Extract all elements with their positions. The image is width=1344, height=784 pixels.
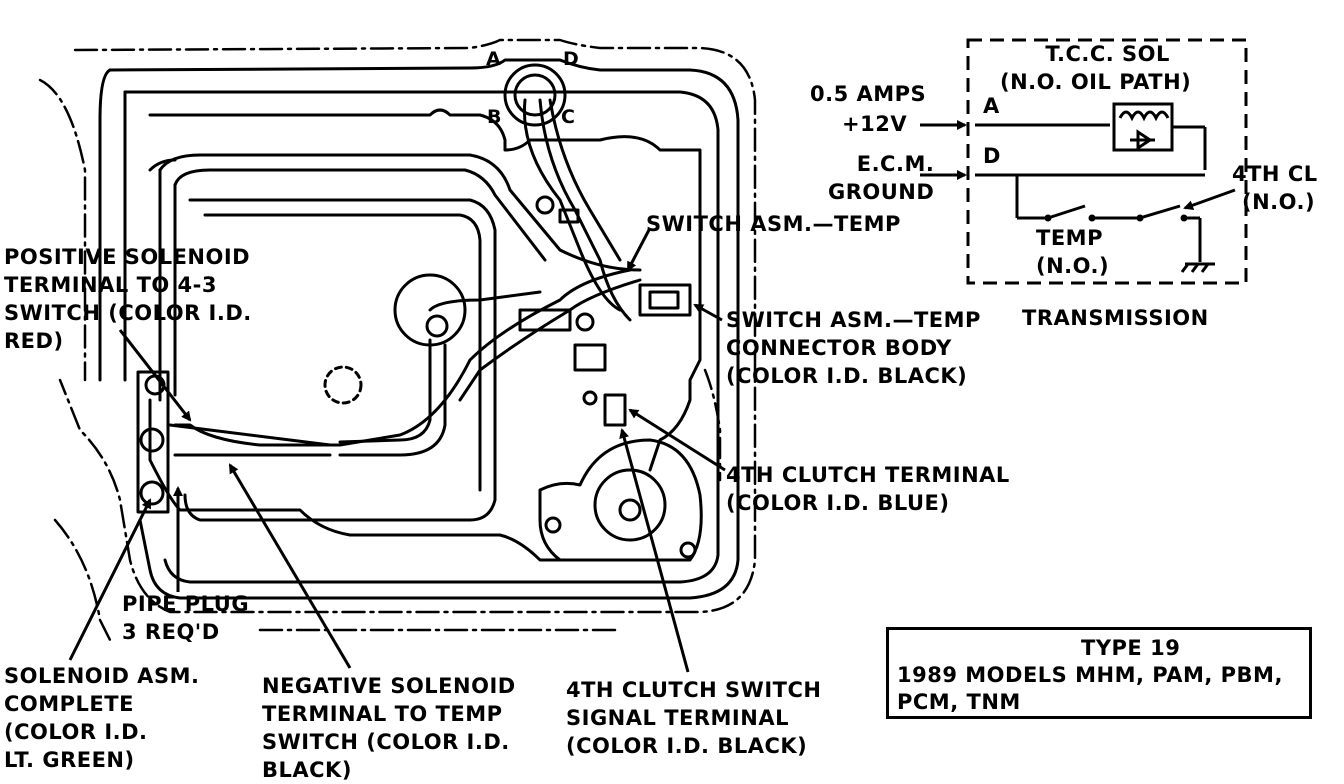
solenoid-terminal [168,423,332,447]
connector-pin-d: D [563,48,579,70]
pan-left-side [98,68,112,382]
schematic-voltage: +12V [842,112,908,136]
pan-frame-inner [123,90,720,584]
fourth-clutch-bolt-1 [544,516,562,534]
temp-switch-contact-1 [1044,214,1052,222]
schematic-ecm-ground: E.C.M. GROUND [828,152,935,204]
schematic-pin-a: A [983,94,1000,118]
schematic-temp: TEMP (N.O.) [1036,226,1110,278]
label-switch-temp-connector: SWITCH ASM.—TEMP CONNECTOR BODY (COLOR I… [726,308,981,388]
accumulator-left-bolt [425,314,449,338]
leader-fourth-clutch-switch [619,428,690,673]
connector-wires-3 [548,98,622,262]
tcc-coil [1118,110,1170,122]
label-positive-solenoid: POSITIVE SOLENOID TERMINAL TO 4-3 SWITCH… [4,245,252,353]
case-connector [503,63,567,127]
temp-switch-blade [1047,204,1086,220]
solenoid-bolt-2 [139,427,165,453]
harness-left-2 [458,278,642,402]
fourth-clutch-hub [618,498,642,522]
tcc-diode [1130,129,1155,151]
case-connector-inner [513,73,557,117]
temp-switch-body [638,283,692,317]
accumulator-left [393,273,467,347]
valve-square [573,343,607,372]
schematic-dashed-box [966,38,1248,285]
leader-fourth-clutch-terminal [628,408,726,472]
leader-switch-temp [626,227,652,272]
connector-pin-b: B [487,106,502,128]
oil-tube-lower [338,338,432,444]
temp-switch-contact-2 [1088,214,1096,222]
schematic-pin-d: D [983,144,1001,168]
fourth-cl-contact-2 [1180,214,1188,222]
harness-left [173,268,632,447]
oil-tube-lower-2 [338,343,447,457]
fourth-cl-blade [1139,204,1181,220]
oil-tube [428,290,542,312]
fourth-clutch-body [603,393,627,427]
label-transmission: TRANSMISSION [1022,306,1209,330]
type-box: TYPE 19 1989 MODELS MHM, PAM, PBM, PCM, … [886,627,1312,719]
leader-solenoid-asm [68,498,152,661]
leader-positive-solenoid [118,329,192,422]
type-box-models-2: PCM, TNM [897,690,1021,714]
valve-small-rect [558,208,580,224]
pan-bottom-left-dashdot [53,518,112,642]
valve-body-lower [148,398,582,562]
leader-switch-temp-connector [693,303,723,322]
valve-body [148,108,702,472]
connector-pin-c: C [561,106,575,128]
valve-bolt-upper [535,195,555,215]
label-switch-temp: SWITCH ASM.—TEMP [646,212,901,236]
solenoid-bolt-3 [139,480,165,506]
leader-negative-solenoid [228,463,352,669]
fourth-cl-arrow [1183,188,1236,210]
pan-inner-rect [183,198,497,522]
type-box-models-1: 1989 MODELS MHM, PAM, PBM, [897,663,1283,687]
type-box-title: TYPE 19 [1081,636,1181,660]
fourth-clutch-housing [538,438,703,562]
fourth-clutch-bolt-3 [582,390,598,406]
fourth-clutch-drum [593,468,667,542]
pan-left-dashdot [38,78,87,382]
pan-frame [108,58,740,600]
schematic-fourth-cl: 4TH CL (N.O.) [1232,162,1318,214]
label-pipe-plug: PIPE PLUG 3 REQ'D [122,592,250,644]
fourth-cl-contact-1 [1136,214,1144,222]
fourth-clutch-bolt-2 [679,541,697,559]
right-dashdot [703,368,722,482]
valve-block-mid [518,308,572,332]
label-fourth-clutch-switch: 4TH CLUTCH SWITCH SIGNAL TERMINAL (COLOR… [566,678,822,758]
inner-channel-2 [173,168,547,262]
valve-bolt-mid [575,312,595,332]
temp-switch-inner [648,290,680,310]
ground-tick-2 [1190,263,1200,273]
center-tube [148,158,177,172]
connector-pin-a: A [486,48,501,70]
connector-wires [522,98,622,312]
center-dashed-circle [323,365,363,405]
pan-inner-rect-2 [203,213,482,492]
schematic-amps: 0.5 AMPS [810,82,927,106]
label-solenoid-asm: SOLENOID ASM. COMPLETE (COLOR I.D. LT. G… [4,664,200,772]
ground-tick-1 [1180,263,1190,273]
schematic-tcc-sol: T.C.C. SOL (N.O. OIL PATH) [1000,42,1192,94]
label-fourth-clutch-terminal: 4TH CLUTCH TERMINAL (COLOR I.D. BLUE) [726,463,1010,515]
ground-tick-3 [1200,263,1210,273]
label-negative-solenoid: NEGATIVE SOLENOID TERMINAL TO TEMP SWITC… [262,674,516,782]
pan-outer-outline [58,38,757,614]
